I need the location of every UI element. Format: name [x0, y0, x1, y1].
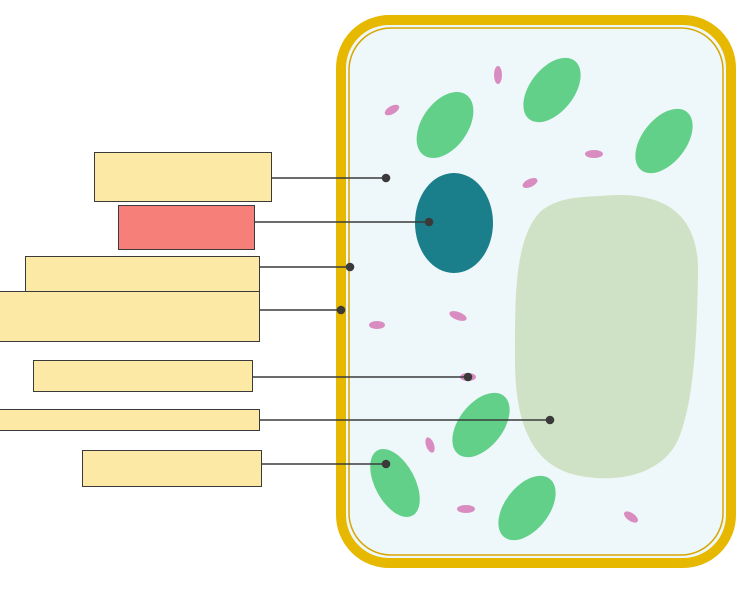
leader-dot [336, 305, 346, 315]
leader-dot [463, 372, 473, 382]
chloroplast-icon [416, 91, 474, 159]
mitochondrion-icon [384, 104, 400, 116]
mitochondrion-icon [425, 437, 435, 453]
label-box-4[interactable] [0, 291, 260, 342]
leader-dot [381, 459, 391, 469]
leader-dot [424, 217, 434, 227]
cell-membrane [348, 27, 724, 556]
label-box-7[interactable] [82, 450, 262, 487]
label-box-2-selected[interactable] [118, 205, 255, 250]
vacuole-icon [514, 194, 699, 479]
leader-dot [545, 415, 555, 425]
label-box-5[interactable] [33, 360, 253, 392]
leader-dot [381, 173, 391, 183]
mitochondrion-icon [457, 505, 475, 513]
mitochondrion-icon [369, 321, 385, 329]
label-box-1[interactable] [94, 152, 272, 202]
chloroplast-icon [635, 108, 693, 174]
nucleus-icon [415, 173, 493, 273]
label-box-3[interactable] [25, 256, 260, 293]
chloroplast-icon [498, 475, 556, 541]
chloroplast-icon [452, 392, 510, 458]
label-box-6[interactable] [0, 409, 260, 431]
mitochondrion-icon [449, 311, 467, 321]
mitochondrion-icon [585, 150, 603, 158]
mitochondrion-icon [494, 66, 502, 84]
chloroplast-icon [523, 57, 581, 123]
mitochondrion-icon [522, 178, 538, 188]
leader-lines [253, 173, 555, 469]
mitochondrion-icon [624, 511, 638, 523]
leader-dot [345, 262, 355, 272]
